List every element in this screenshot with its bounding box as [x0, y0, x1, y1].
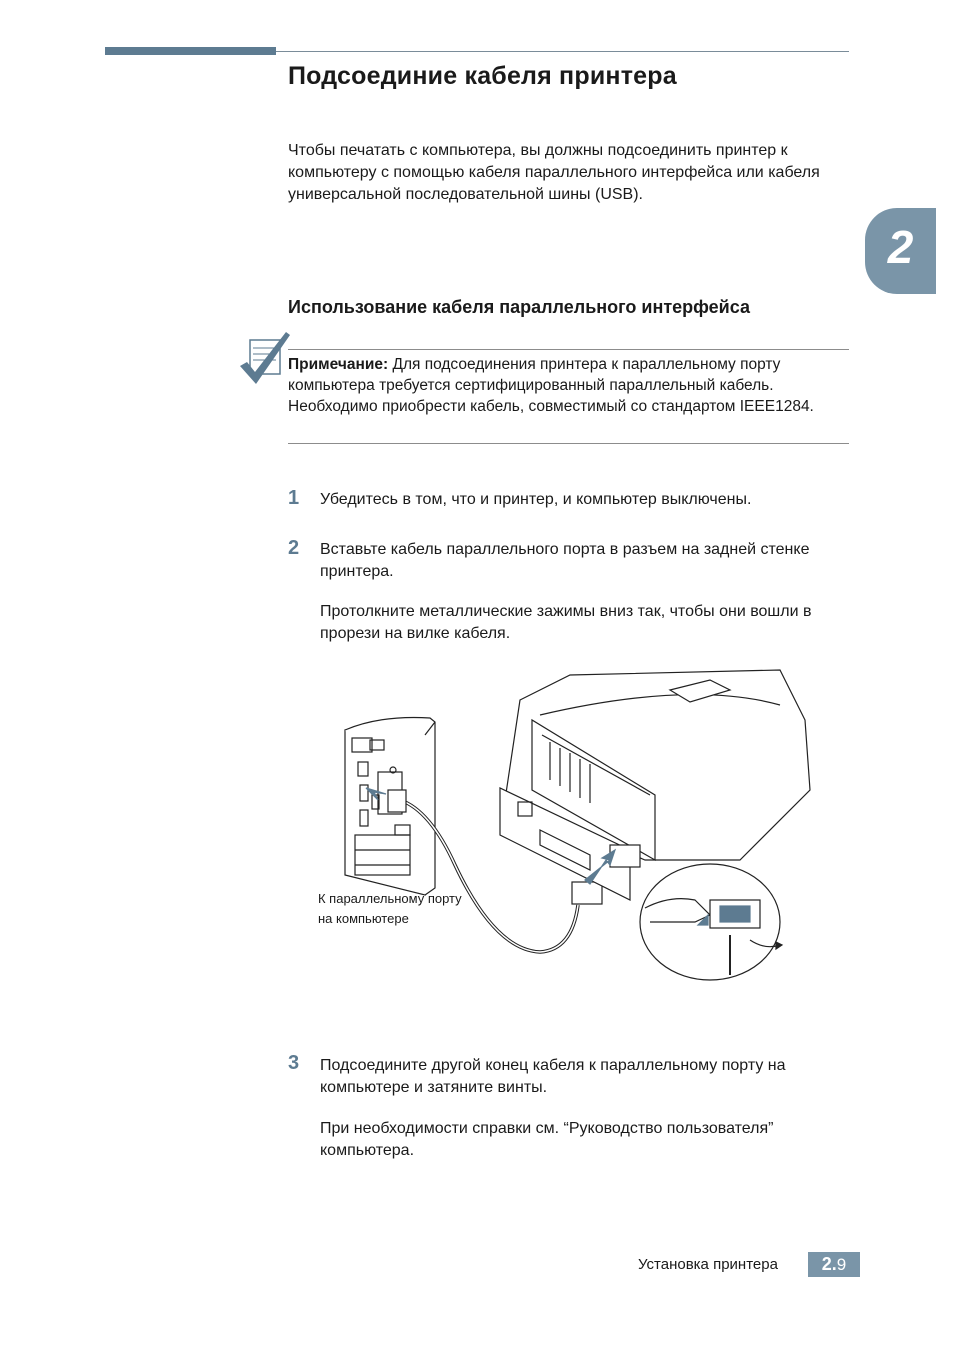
note-text: Примечание: Для подсоединения принтера к…	[288, 354, 848, 417]
section-heading: Использование кабеля параллельного интер…	[288, 297, 750, 317]
footer-section-name: Установка принтера	[638, 1256, 778, 1273]
step-3-text: Подсоедините другой конец кабеля к парал…	[320, 1057, 786, 1096]
page-number-badge: 2.9	[808, 1252, 860, 1277]
chapter-number: 2	[887, 221, 914, 273]
page-number: 9	[836, 1255, 847, 1274]
printer-drawing	[499, 669, 811, 901]
illustration-caption: К параллельному порту на компьютере	[318, 891, 462, 926]
step-2-text: Вставьте кабель параллельного порта в ра…	[320, 541, 810, 580]
step-2-subtext: Протолкните металлические зажимы вниз та…	[320, 603, 812, 642]
chapter-tab: 2	[865, 208, 936, 294]
printer-cable-illustration	[344, 669, 811, 981]
note-body: Для подсоединения принтера к параллельно…	[288, 356, 814, 415]
note-checkmark-icon	[240, 332, 290, 384]
note-label: Примечание:	[288, 356, 389, 373]
step-1-text: Убедитесь в том, что и принтер, и компью…	[320, 491, 752, 508]
connector-detail-inset	[639, 863, 784, 981]
page-chapter: 2.	[821, 1254, 837, 1274]
header-rule-thin	[276, 51, 849, 52]
note-rule-bottom	[288, 443, 849, 444]
step-3-number: 3	[288, 1052, 300, 1074]
step-3-subtext: При необходимости справки см. “Руководст…	[320, 1120, 774, 1159]
step-1-number: 1	[288, 487, 300, 509]
step-2-number: 2	[288, 537, 300, 559]
intro-paragraph: Чтобы печатать с компьютера, вы должны п…	[288, 142, 820, 203]
note-rule-top	[288, 349, 849, 350]
page-title: Подсоединие кабеля принтера	[288, 62, 677, 90]
header-rule-thick	[105, 47, 276, 55]
